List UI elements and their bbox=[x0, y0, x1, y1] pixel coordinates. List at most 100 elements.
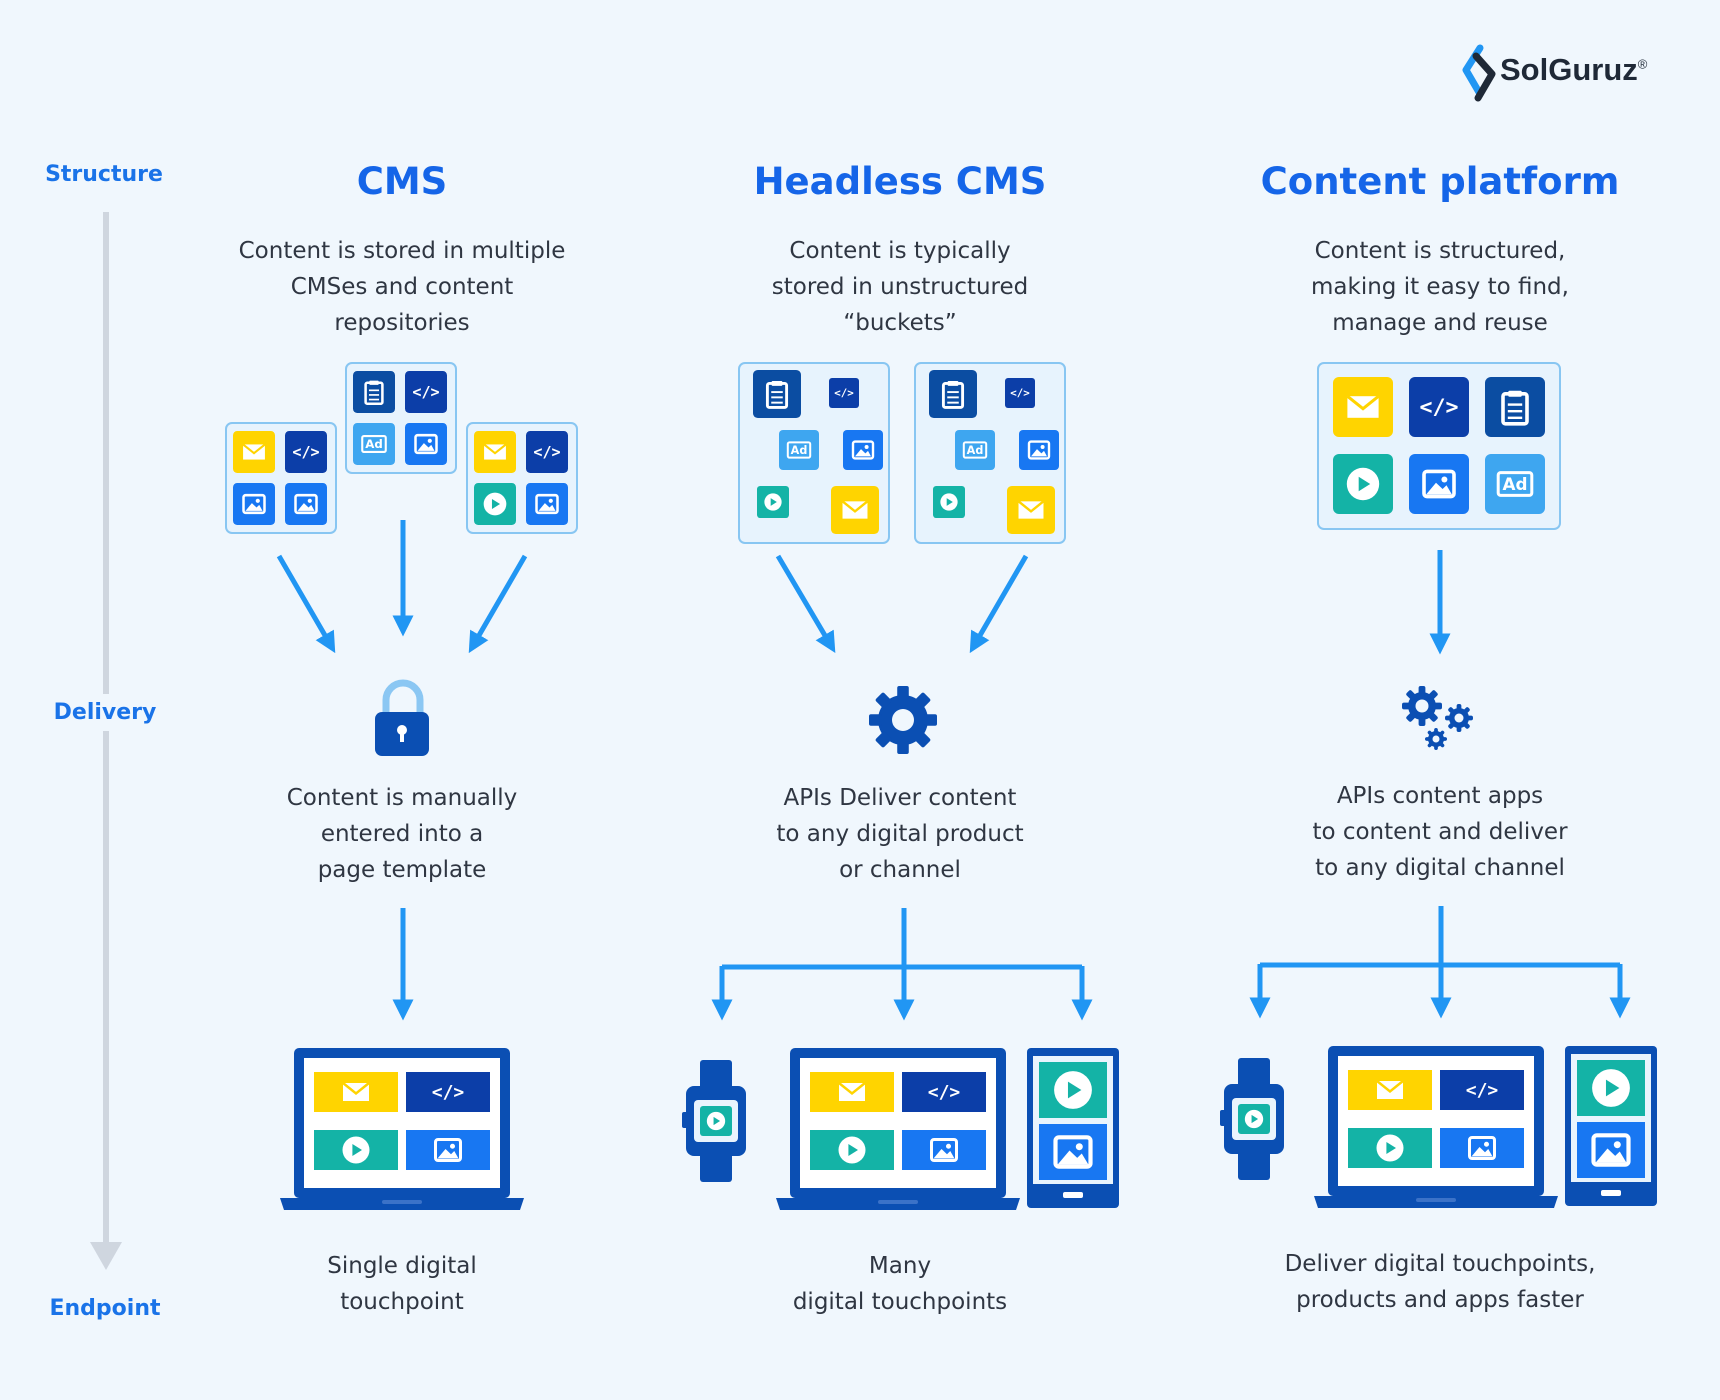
svg-text:Ad: Ad bbox=[967, 444, 984, 457]
watch-icon bbox=[682, 1060, 746, 1182]
svg-text:</>: </> bbox=[928, 1082, 961, 1103]
clipboard-icon bbox=[929, 370, 977, 418]
image-icon bbox=[1440, 1128, 1524, 1168]
gears-icon bbox=[1402, 686, 1473, 750]
clipboard-icon bbox=[1485, 377, 1545, 437]
svg-text:Ad: Ad bbox=[365, 437, 383, 451]
gear-icon bbox=[869, 686, 937, 754]
svg-text:</>: </> bbox=[1466, 1080, 1499, 1101]
mail-icon bbox=[1333, 377, 1393, 437]
code-icon: </> bbox=[902, 1072, 986, 1112]
flow-arrow bbox=[276, 554, 336, 654]
image-icon bbox=[1039, 1124, 1107, 1180]
play-icon bbox=[700, 1106, 732, 1136]
flow-arrow bbox=[969, 554, 1029, 654]
axis-label-delivery: Delivery bbox=[44, 694, 166, 731]
play-icon bbox=[757, 486, 789, 518]
play-icon bbox=[810, 1130, 894, 1170]
svg-text:</>: </> bbox=[412, 383, 439, 401]
mail-icon bbox=[1348, 1070, 1432, 1110]
play-icon bbox=[1238, 1104, 1270, 1134]
brand-logo-icon bbox=[1462, 44, 1496, 102]
gear-small-icon bbox=[1425, 728, 1447, 750]
svg-text:Ad: Ad bbox=[1503, 474, 1528, 494]
play-icon bbox=[314, 1130, 398, 1170]
code-icon: </> bbox=[405, 371, 447, 413]
flow-arrow bbox=[775, 554, 836, 654]
tablet-icon bbox=[1565, 1046, 1657, 1206]
gear-large-icon bbox=[1402, 686, 1442, 726]
flow-arrows bbox=[276, 520, 1631, 1021]
ad-icon: Ad bbox=[779, 430, 819, 470]
timeline-arrowhead bbox=[90, 1242, 122, 1270]
platform-structure-text: Content is structured,making it easy to … bbox=[1311, 238, 1569, 336]
image-icon bbox=[406, 1130, 490, 1170]
laptop-icon: </> bbox=[280, 1048, 524, 1210]
svg-text:</>: </> bbox=[1010, 387, 1030, 400]
image-icon bbox=[285, 483, 327, 525]
play-icon bbox=[474, 483, 516, 525]
play-icon bbox=[1039, 1062, 1107, 1118]
image-icon bbox=[902, 1130, 986, 1170]
axis-label-structure: Structure bbox=[36, 162, 172, 187]
platform-endpoint-text: Deliver digital touchpoints,products and… bbox=[1284, 1251, 1596, 1313]
code-icon: </> bbox=[526, 431, 568, 473]
tablet-icon bbox=[1027, 1048, 1119, 1208]
axis-label-endpoint: Endpoint bbox=[40, 1288, 170, 1321]
code-icon: </> bbox=[1005, 378, 1035, 408]
play-icon bbox=[933, 486, 965, 518]
delivery-icons bbox=[375, 679, 1473, 756]
image-icon bbox=[1019, 430, 1059, 470]
column-title-cms: CMS bbox=[356, 160, 448, 203]
watch-icon bbox=[1220, 1058, 1284, 1180]
mail-icon bbox=[314, 1072, 398, 1112]
svg-text:Ad: Ad bbox=[791, 444, 808, 457]
image-icon bbox=[843, 430, 883, 470]
timeline-axis bbox=[90, 212, 122, 1270]
code-icon: </> bbox=[829, 378, 859, 408]
svg-text:</>: </> bbox=[292, 443, 319, 461]
flow-arrow bbox=[468, 554, 528, 654]
mail-icon bbox=[474, 431, 516, 473]
column-title-headless-cms: Headless CMS bbox=[753, 160, 1047, 203]
mail-icon bbox=[831, 486, 879, 534]
laptop-icon: </> bbox=[776, 1048, 1020, 1210]
endpoint-devices: </> </> </> bbox=[280, 1046, 1657, 1210]
play-icon bbox=[1348, 1128, 1432, 1168]
clipboard-icon bbox=[353, 371, 395, 413]
image-icon bbox=[405, 423, 447, 465]
ad-icon: Ad bbox=[1485, 454, 1545, 514]
play-icon bbox=[1333, 454, 1393, 514]
code-icon: </> bbox=[1409, 377, 1469, 437]
column-title-content-platform: Content platform bbox=[1260, 160, 1620, 203]
lock-icon bbox=[375, 679, 429, 756]
image-icon bbox=[1409, 454, 1469, 514]
image-icon bbox=[233, 483, 275, 525]
play-icon bbox=[1577, 1060, 1645, 1116]
svg-text:</>: </> bbox=[432, 1082, 465, 1103]
clipboard-icon bbox=[753, 370, 801, 418]
ad-icon: Ad bbox=[353, 423, 395, 465]
svg-text:</>: </> bbox=[834, 387, 854, 400]
code-icon: </> bbox=[285, 431, 327, 473]
mail-icon bbox=[1007, 486, 1055, 534]
code-icon: </> bbox=[406, 1072, 490, 1112]
gear-medium-icon bbox=[1445, 704, 1473, 732]
image-icon bbox=[1577, 1122, 1645, 1178]
mail-icon bbox=[233, 431, 275, 473]
svg-text:</>: </> bbox=[533, 443, 560, 461]
svg-text:</>: </> bbox=[1419, 395, 1458, 420]
laptop-icon: </> bbox=[1314, 1046, 1558, 1208]
image-icon bbox=[526, 483, 568, 525]
brand-name: SolGuruz® bbox=[1500, 52, 1648, 87]
code-icon: </> bbox=[1440, 1070, 1524, 1110]
mail-icon bbox=[810, 1072, 894, 1112]
